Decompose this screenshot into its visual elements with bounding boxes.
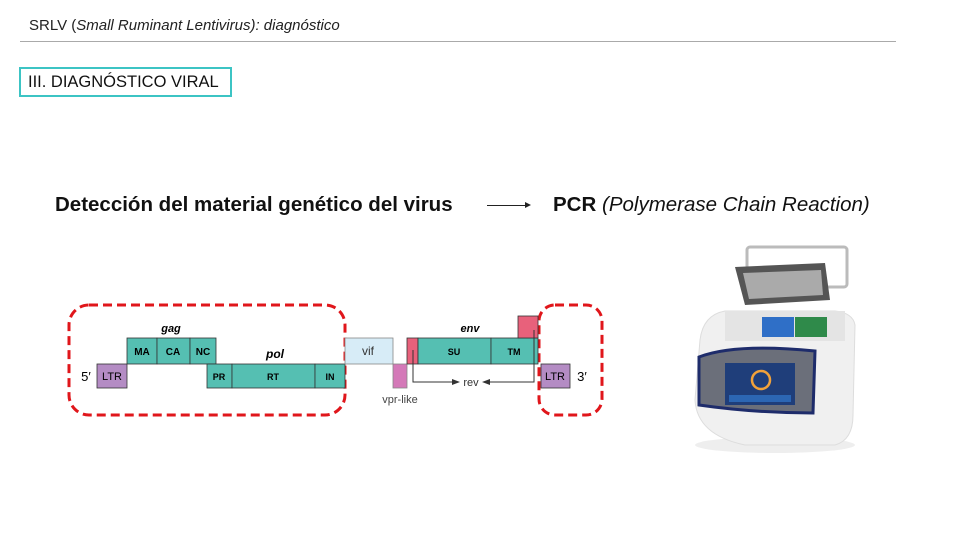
ca-segment bbox=[156, 337, 191, 365]
vif-label: vif bbox=[362, 344, 375, 358]
five-prime-label: 5′ bbox=[81, 369, 91, 384]
dashed-region-3prime bbox=[537, 303, 604, 417]
ma-segment bbox=[126, 337, 158, 365]
rev-exon2 bbox=[517, 315, 539, 339]
ltr-left bbox=[96, 363, 128, 389]
pol-label: pol bbox=[265, 347, 285, 361]
tm-label: TM bbox=[508, 347, 521, 357]
ltr-right-label: LTR bbox=[545, 371, 565, 383]
header-prefix: SRLV ( bbox=[29, 17, 77, 34]
ca-label: CA bbox=[166, 347, 180, 358]
pr-segment bbox=[206, 363, 233, 389]
ltr-left-label: LTR bbox=[102, 371, 122, 383]
nc-segment bbox=[189, 337, 217, 365]
rt-label: RT bbox=[267, 372, 279, 382]
three-prime-label: 3′ bbox=[577, 369, 587, 384]
gag-label: gag bbox=[160, 323, 181, 335]
ma-label: MA bbox=[134, 347, 150, 358]
env-label: env bbox=[461, 323, 481, 335]
pr-label: PR bbox=[213, 372, 226, 382]
ltr-right bbox=[540, 363, 571, 389]
slide-header: SRLV (Small Ruminant Lentivirus): diagnó… bbox=[29, 17, 340, 34]
rev-arrow-left bbox=[412, 350, 455, 383]
in-label: IN bbox=[326, 372, 335, 382]
arrowhead-icon bbox=[482, 379, 490, 385]
pcr-label: PCR bbox=[553, 193, 597, 216]
headline-pcr: PCR (Polymerase Chain Reaction) bbox=[553, 193, 870, 217]
tm-segment bbox=[490, 337, 539, 365]
pcr-thermocycler-image bbox=[694, 245, 856, 453]
rev-arrow-right bbox=[488, 330, 535, 383]
header-divider bbox=[20, 41, 896, 42]
vpr-like-segment bbox=[392, 363, 408, 389]
vpr-like-label: vpr-like bbox=[382, 394, 417, 406]
header-italic: Small Ruminant Lentivirus): diagnóstico bbox=[76, 17, 340, 34]
pcr-full-name: (Polymerase Chain Reaction) bbox=[596, 193, 870, 216]
su-segment bbox=[417, 337, 492, 365]
arrowhead-icon bbox=[452, 379, 460, 385]
vif-segment bbox=[344, 337, 394, 365]
arrow-right-icon bbox=[487, 202, 531, 208]
rev-label: rev bbox=[463, 377, 479, 389]
rt-segment bbox=[231, 363, 316, 389]
headline-detection: Detección del material genético del viru… bbox=[55, 193, 453, 216]
nc-label: NC bbox=[196, 347, 210, 358]
in-segment bbox=[314, 363, 346, 389]
su-label: SU bbox=[448, 347, 461, 357]
section-title: III. DIAGNÓSTICO VIRAL bbox=[19, 67, 232, 97]
